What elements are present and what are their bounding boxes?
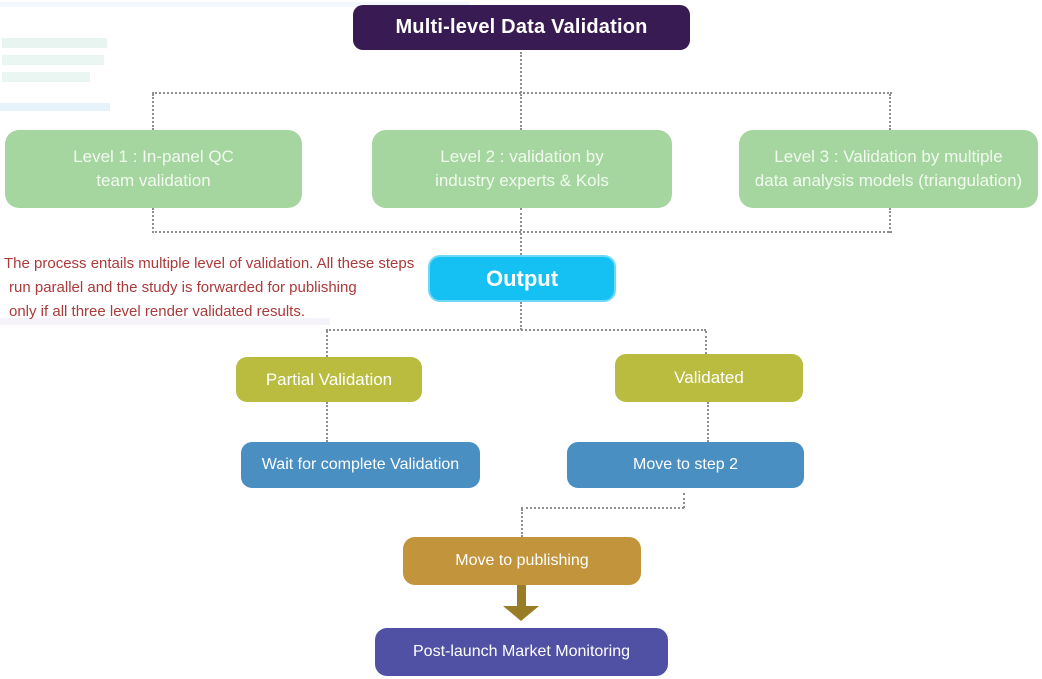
dotted-connector bbox=[707, 402, 709, 442]
node-wait-for-complete-validation: Wait for complete Validation bbox=[241, 442, 480, 488]
node-post-launch-market-monitoring: Post-launch Market Monitoring bbox=[375, 628, 668, 676]
process-note-line: only if all three level render validated… bbox=[9, 303, 305, 320]
ghost-artifact bbox=[2, 72, 90, 82]
node-level-2: Level 2 : validation by industry experts… bbox=[372, 130, 672, 208]
dotted-connector bbox=[152, 92, 892, 94]
dotted-connector bbox=[520, 94, 522, 130]
dotted-connector bbox=[521, 509, 523, 537]
node-partial-validation: Partial Validation bbox=[236, 357, 422, 402]
ghost-artifact bbox=[0, 103, 110, 111]
dotted-connector bbox=[889, 94, 891, 130]
process-note: The process entails multiple level of va… bbox=[4, 252, 419, 324]
dotted-connector bbox=[326, 329, 706, 331]
dotted-connector bbox=[152, 208, 154, 233]
dotted-connector bbox=[683, 493, 685, 508]
dotted-connector bbox=[326, 331, 328, 357]
node-move-to-publishing: Move to publishing bbox=[403, 537, 641, 585]
dotted-connector bbox=[889, 208, 891, 233]
node-output: Output bbox=[428, 255, 616, 302]
dotted-connector bbox=[521, 507, 684, 509]
process-note-line: The process entails multiple level of va… bbox=[4, 255, 415, 272]
down-arrow-stem bbox=[517, 585, 526, 607]
ghost-artifact bbox=[2, 38, 107, 48]
dotted-connector bbox=[152, 231, 892, 233]
node-move-to-step-2: Move to step 2 bbox=[567, 442, 804, 488]
dotted-connector bbox=[326, 402, 328, 442]
dotted-connector bbox=[705, 331, 707, 354]
node-title: Multi-level Data Validation bbox=[353, 5, 690, 50]
process-note-line: run parallel and the study is forwarded … bbox=[9, 279, 357, 296]
dotted-connector bbox=[152, 94, 154, 130]
node-validated: Validated bbox=[615, 354, 803, 402]
ghost-artifact bbox=[2, 55, 104, 65]
node-level-1: Level 1 : In-panel QC team validation bbox=[5, 130, 302, 208]
dotted-connector bbox=[520, 52, 522, 93]
node-level-3: Level 3 : Validation by multiple data an… bbox=[739, 130, 1038, 208]
down-arrow-icon bbox=[503, 606, 539, 621]
dotted-connector bbox=[520, 302, 522, 330]
